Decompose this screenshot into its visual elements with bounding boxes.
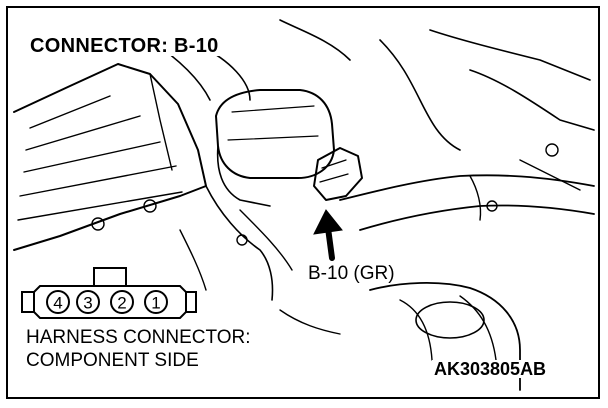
pin-2-label: 2 bbox=[117, 294, 126, 313]
component-side-label: COMPONENT SIDE bbox=[24, 350, 201, 371]
connector-callout-label: B-10 (GR) bbox=[306, 263, 397, 284]
pin-3-label: 3 bbox=[83, 294, 92, 313]
harness-connector-label: HARNESS CONNECTOR: bbox=[24, 327, 253, 348]
module-housing bbox=[215, 89, 335, 179]
pin-4-label: 4 bbox=[53, 294, 62, 313]
connector-title: CONNECTOR: B-10 bbox=[28, 35, 221, 57]
sensor-component bbox=[313, 147, 363, 201]
intake-manifold bbox=[13, 63, 207, 251]
callout-arrow bbox=[313, 209, 343, 261]
harness-connector bbox=[21, 267, 197, 319]
figure-code: AK303805AB bbox=[432, 359, 549, 379]
pin-1-label: 1 bbox=[151, 294, 160, 313]
